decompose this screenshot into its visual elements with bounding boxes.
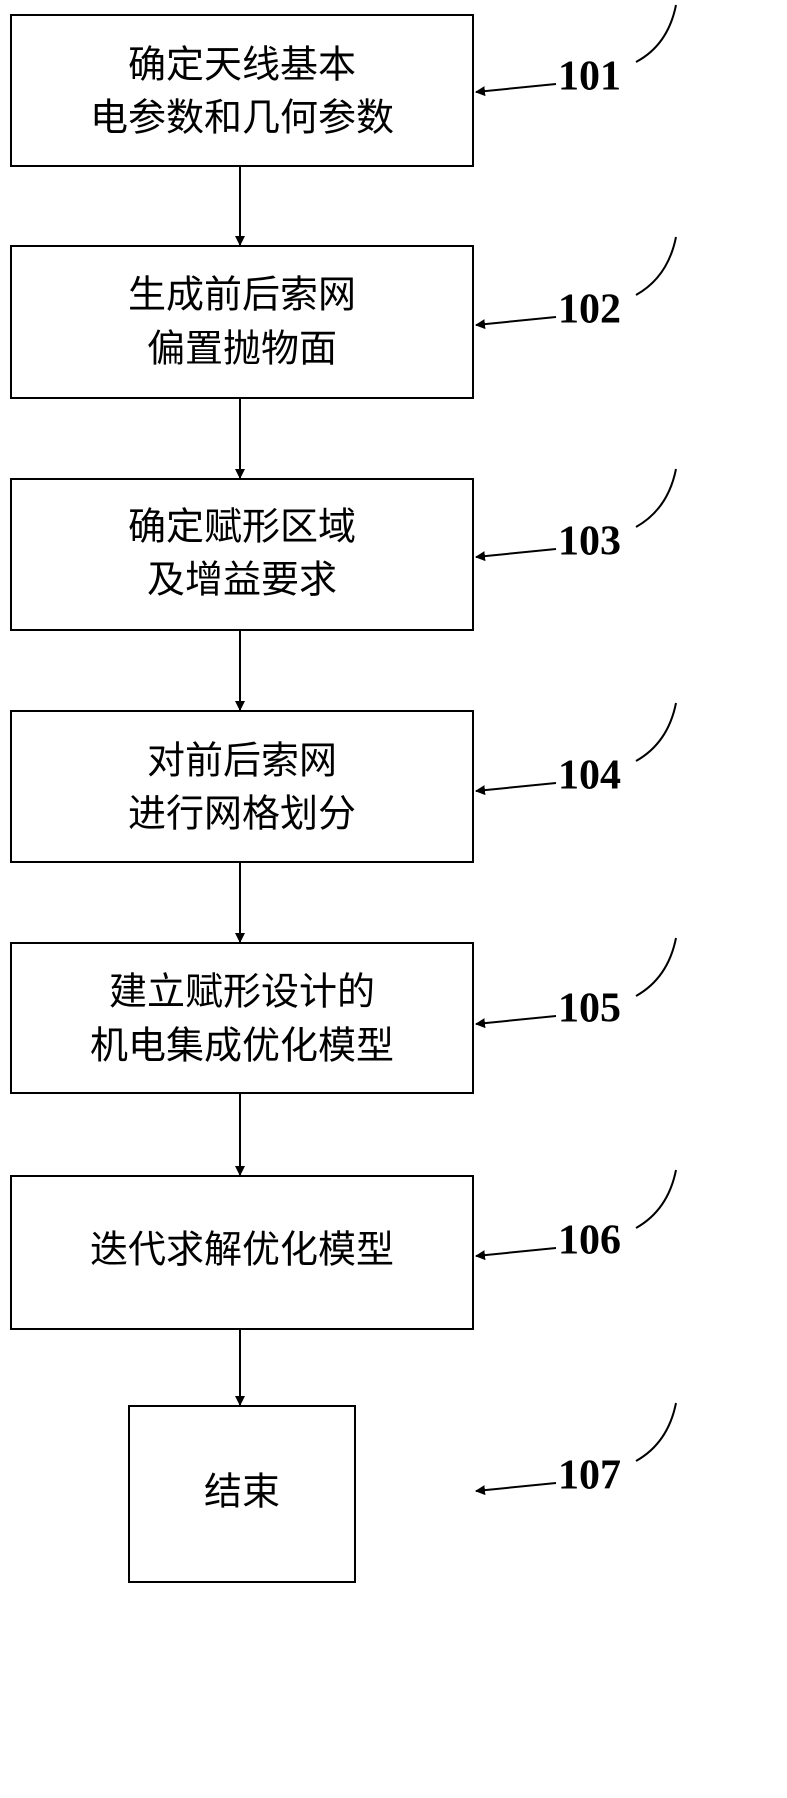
step-box (128, 1405, 356, 1583)
step-106-node: 迭代求解优化模型 (10, 1175, 474, 1330)
ref-number: 104 (558, 753, 621, 799)
step-text-line-1: 建立赋形设计的 (109, 970, 375, 1014)
ref-curve (635, 4, 677, 63)
step-text-line-1: 确定天线基本 (128, 43, 356, 87)
step-text-line-2: 进行网格划分 (128, 792, 356, 836)
ref-107: 107 (475, 1402, 677, 1499)
step-text-line-2: 电参数和几何参数 (90, 96, 394, 140)
ref-number: 106 (558, 1218, 621, 1264)
step-text-line-2: 偏置抛物面 (147, 327, 337, 371)
ref-number: 107 (558, 1453, 621, 1499)
step-text-line-1: 结束 (204, 1470, 280, 1514)
step-box (10, 710, 474, 863)
step-text-line-2: 机电集成优化模型 (90, 1024, 394, 1068)
ref-curve (635, 937, 677, 997)
ref-101: 101 (475, 4, 677, 100)
ref-number: 105 (558, 986, 621, 1032)
step-text-line-1: 确定赋形区域 (128, 505, 356, 549)
ref-number: 103 (558, 519, 621, 565)
ref-105: 105 (475, 937, 677, 1032)
ref-103: 103 (475, 468, 677, 565)
ref-curve (635, 468, 677, 528)
step-101-node: 确定天线基本 电参数和几何参数 (10, 14, 474, 167)
step-text-line-1: 迭代求解优化模型 (90, 1228, 394, 1272)
ref-arrow (475, 782, 557, 796)
step-102-node: 生成前后索网 偏置抛物面 (10, 245, 474, 399)
step-box (10, 14, 474, 167)
ref-106: 106 (475, 1169, 677, 1264)
step-box (10, 942, 474, 1094)
ref-arrow (475, 548, 557, 562)
ref-number: 102 (558, 287, 621, 333)
step-box (10, 478, 474, 631)
ref-arrow (475, 1015, 557, 1029)
ref-curve (635, 1169, 677, 1229)
ref-curve (635, 702, 677, 762)
step-105-node: 建立赋形设计的 机电集成优化模型 (10, 942, 474, 1094)
ref-arrow (475, 83, 557, 97)
ref-arrow (475, 1247, 557, 1261)
step-text-line-1: 生成前后索网 (128, 273, 356, 317)
ref-number: 101 (558, 54, 621, 100)
ref-104: 104 (475, 702, 677, 799)
step-text-line-2: 及增益要求 (147, 558, 337, 602)
ref-arrow (475, 316, 557, 330)
ref-arrow (475, 1482, 557, 1496)
ref-curve (635, 236, 677, 296)
step-103-node: 确定赋形区域 及增益要求 (10, 478, 474, 631)
step-107-node: 结束 (128, 1405, 356, 1583)
step-box (10, 1175, 474, 1330)
step-104-node: 对前后索网 进行网格划分 (10, 710, 474, 863)
step-box (10, 245, 474, 399)
ref-102: 102 (475, 236, 677, 333)
step-text-line-1: 对前后索网 (147, 739, 337, 783)
ref-curve (635, 1402, 677, 1462)
